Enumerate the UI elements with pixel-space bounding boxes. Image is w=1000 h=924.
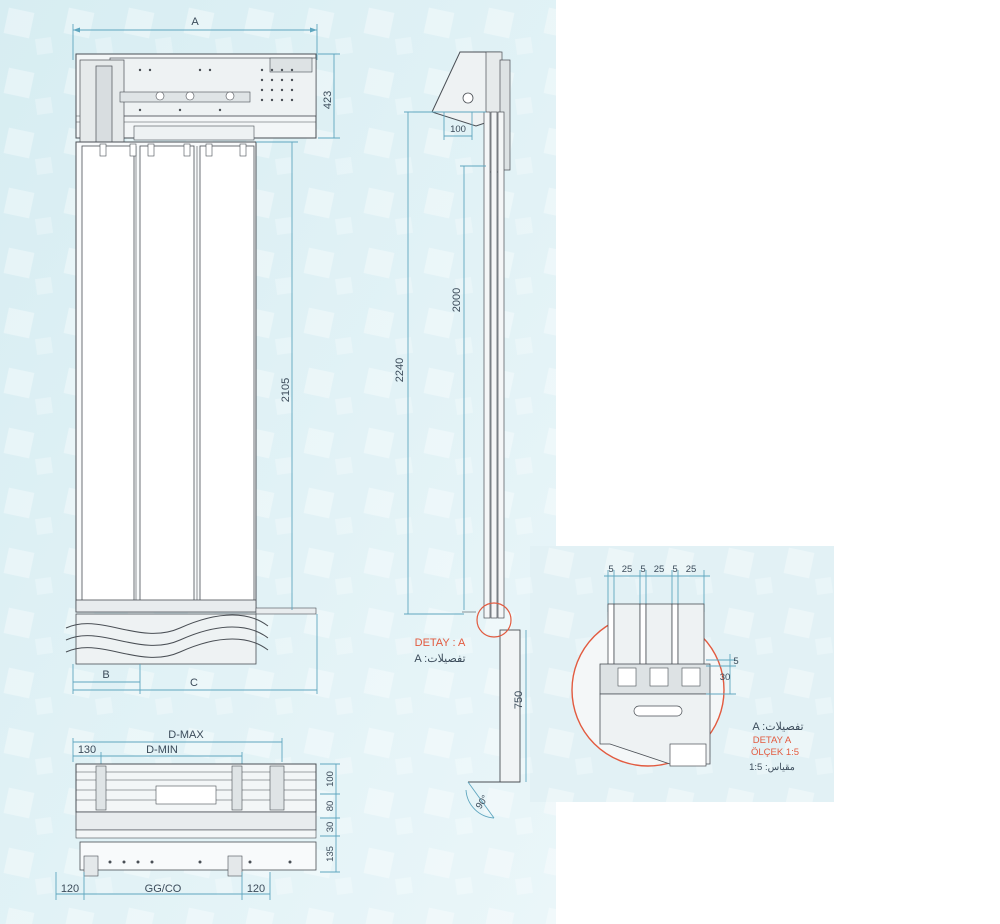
dim-130-label: 130	[78, 744, 96, 756]
dimension-b: B	[72, 664, 141, 694]
dimension-100-side: 100	[443, 112, 473, 140]
dim-30-plan-label: 30	[325, 822, 336, 833]
dim-80-plan-label: 80	[325, 801, 336, 812]
dim-a-label: A	[191, 16, 199, 28]
dim-100-plan-label: 100	[325, 771, 336, 787]
detail-a-label: DETAY : A	[415, 637, 466, 649]
door-panels	[75, 141, 317, 615]
dim-750-label: 750	[513, 691, 525, 709]
dimension-423: 423	[318, 53, 340, 139]
detail-dim-5: 5	[672, 564, 677, 575]
side-view: 90° 100 2240 2000 750 DETAY : A A :تفص	[394, 51, 527, 819]
detail-dim-4: 25	[654, 564, 665, 575]
dimension-130: 130	[73, 744, 102, 772]
dim-423-label: 423	[322, 91, 334, 109]
dimension-2000: 2000	[451, 165, 486, 610]
dim-d-max-label: D-MAX	[168, 729, 204, 741]
dimension-plan-right: 100 80 30 135	[320, 763, 340, 873]
detail-dim-1: 5	[608, 564, 613, 575]
detail-dim-6: 25	[686, 564, 697, 575]
dim-d-min-label: D-MIN	[146, 744, 178, 756]
dim-135-plan-label: 135	[325, 846, 336, 862]
detail-caption-scale: ÖLÇEK 1:5	[751, 747, 799, 758]
front-view: A	[65, 16, 340, 694]
detail-dim-2: 25	[622, 564, 633, 575]
detail-caption-scale-ar: مقياس: 1:5	[749, 762, 795, 773]
sill-break-section	[65, 613, 269, 665]
detail-a-marker	[476, 602, 512, 638]
detail-dim-30-right: 30	[720, 672, 731, 683]
detail-dim-5-right: 5	[733, 656, 738, 667]
detail-right-dimensions: 5 30	[706, 654, 739, 695]
detail-caption-detay: DETAY A	[753, 735, 792, 746]
dimension-750: 750	[513, 630, 527, 782]
dimension-a: A	[72, 16, 318, 60]
dimension-2240: 2240	[394, 111, 486, 615]
dim-2000-label: 2000	[451, 288, 463, 312]
dimension-plan-bottom: 120 GG/CO 120	[55, 872, 271, 900]
dim-120-left-label: 120	[61, 883, 79, 895]
dim-b-label: B	[102, 669, 109, 681]
dim-c-label: C	[190, 677, 198, 689]
dim-100-side-label: 100	[450, 124, 466, 135]
dim-120-right-label: 120	[247, 883, 265, 895]
detail-dim-3: 5	[640, 564, 645, 575]
dim-2105-label: 2105	[280, 378, 292, 402]
dimension-d-max: D-MAX	[72, 729, 283, 762]
dimension-c: C	[73, 614, 318, 694]
dim-2240-label: 2240	[394, 358, 406, 382]
detail-a-label-ar: A :تفصيلات	[414, 653, 465, 665]
dimension-2105: 2105	[256, 141, 298, 610]
plan-view: D-MAX 130 D-MIN	[55, 729, 340, 900]
detail-circle	[571, 603, 725, 767]
detail-caption-ar: A :تفصيلات	[752, 721, 803, 733]
dim-gg-co-label: GG/CO	[145, 883, 182, 895]
detail-a-panel: 5 25 5 25 5 25	[530, 546, 834, 802]
